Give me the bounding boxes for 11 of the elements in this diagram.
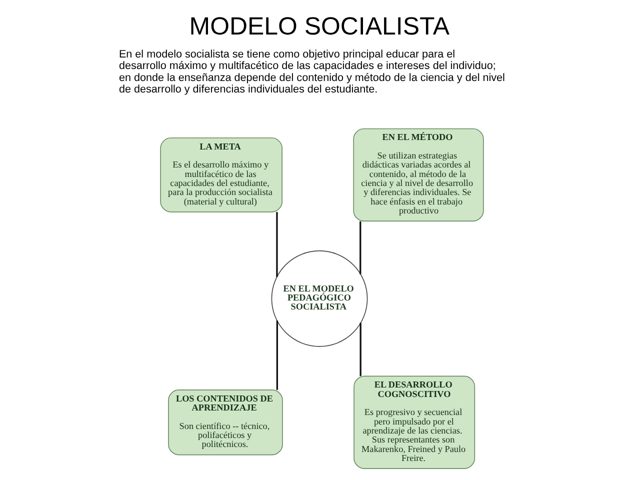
node-box: LOS CONTENIDOS DE APRENDIZAJE Son científico -- técnico, polifacéticos y politécnicos. — [168, 390, 283, 456]
diagram-title: MODELO SOCIALISTA — [189, 12, 450, 41]
connector — [276, 212, 278, 278]
node-circle: EN EL MODELO PEDAGÓGICO SOCIALISTA — [271, 250, 368, 347]
connector — [360, 221, 362, 274]
node-box: LA META Es el desarrollo máximo y multifacético de las capacidades del estudiante, para la producción socialista (material y cultural) — [160, 137, 282, 212]
node-box: EN EL MÉTODO Se utilizan estrategias didácticas variadas acordes al contenido, al método de la ciencia y al nivel de desarrollo y diferencias individuales. Se hace énfasis en el trabajo productivo — [353, 128, 484, 222]
connector — [360, 322, 362, 376]
node-box: EL DESARROLLO COGNOSCITIVO Es progresivo y secuencial pero impulsado por el aprendizaje de las ciencias. Sus representantes son Makarenko, Freined y Paulo Freire. — [354, 376, 476, 469]
label: En el modelo socialista se tiene como objetivo principal educar para el desarrollo máximo y multifacético de las capacidades e intereses del individuo; en donde la enseñanza depende del contenido y método de la ciencia y del nivel de desarrollo y diferencias individuales del estudiante. — [118, 48, 505, 96]
connector — [276, 320, 278, 390]
